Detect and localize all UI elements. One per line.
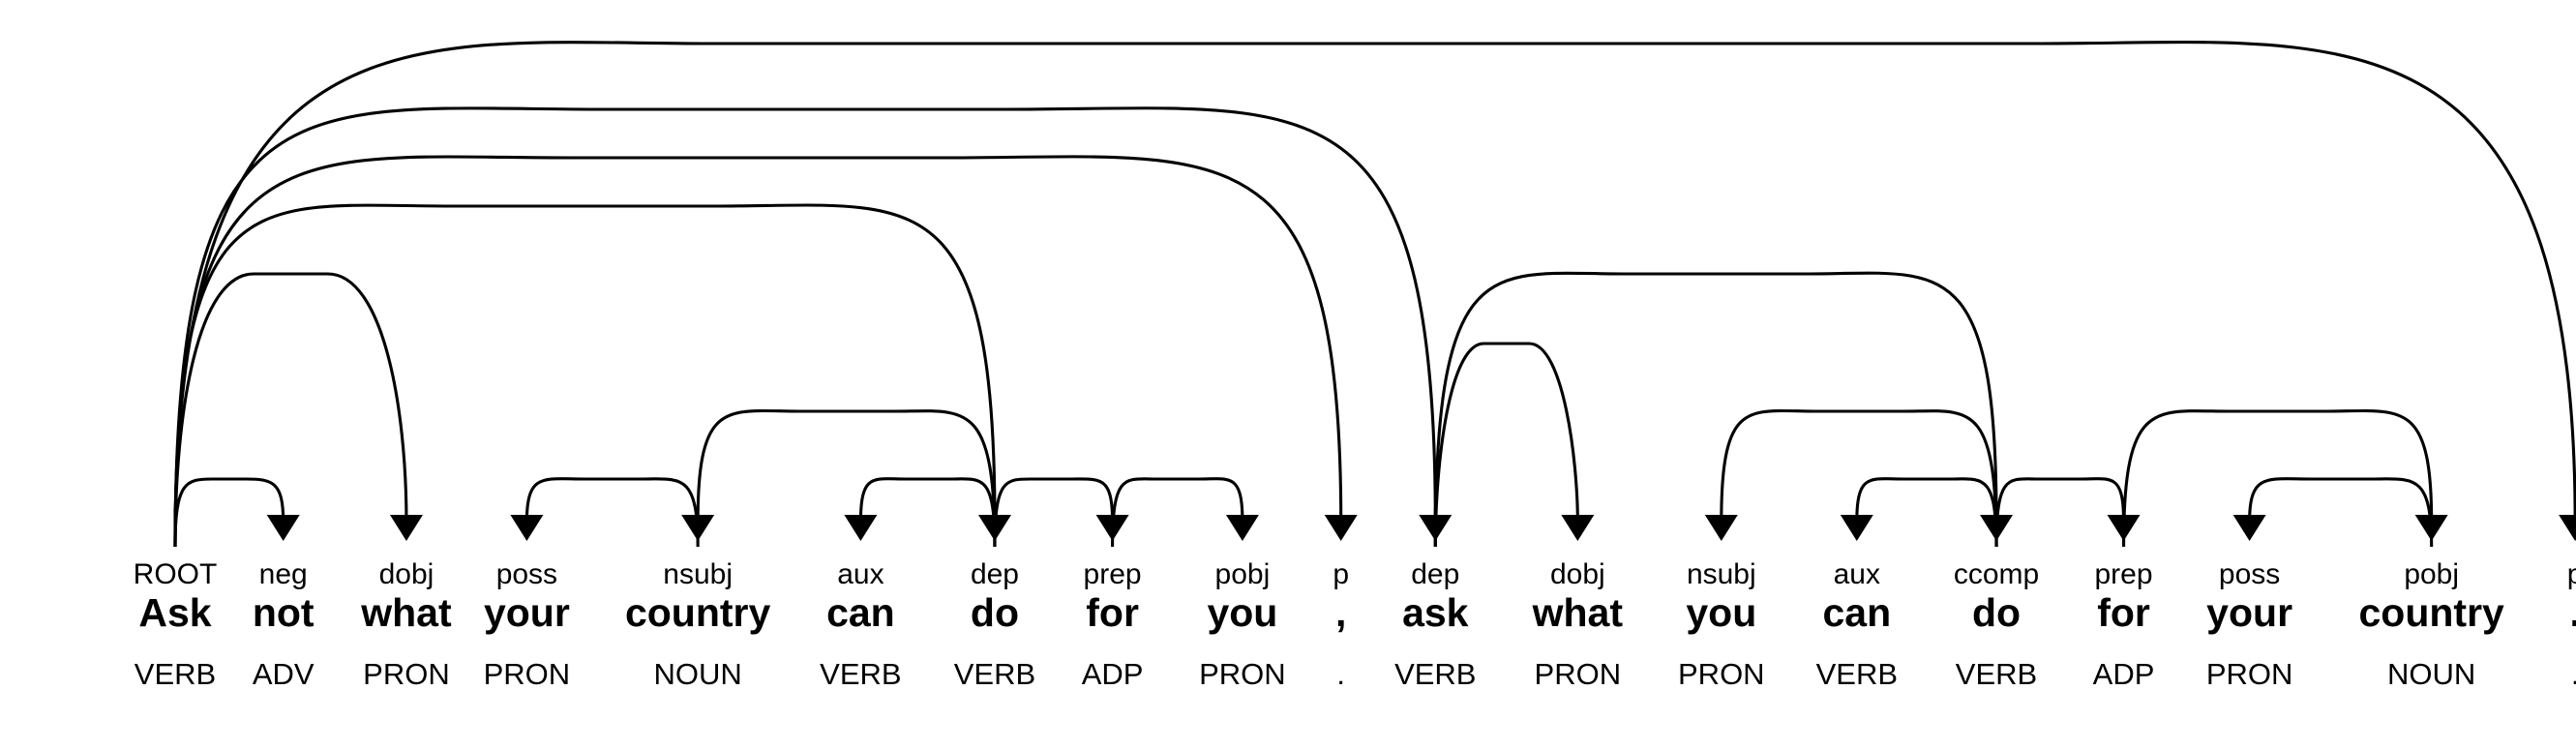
dep-arc-neg-0-1: [173, 477, 285, 548]
token-word-2[interactable]: what: [361, 590, 452, 635]
token-pos-12: PRON: [1678, 657, 1765, 691]
token-word-6[interactable]: do: [970, 590, 1020, 635]
dep-arc-pobj-7-8: [1111, 477, 1244, 548]
token-word-1[interactable]: not: [252, 590, 315, 635]
token-pos-1: ADV: [252, 657, 315, 691]
token-word-0[interactable]: Ask: [138, 590, 212, 635]
dep-label-18: p: [2566, 558, 2576, 590]
token-word-9[interactable]: ,: [1335, 590, 1347, 635]
token-word-12[interactable]: you: [1686, 590, 1757, 635]
dep-arrowhead-12: [1704, 515, 1738, 541]
dep-arc-prep-6-7: [993, 477, 1115, 548]
token-pos-2: PRON: [363, 657, 450, 691]
dep-label-9: p: [1333, 558, 1350, 590]
dep-arrowhead-2: [389, 515, 423, 541]
token-pos-18: .: [2571, 657, 2576, 692]
token-pos-8: PRON: [1199, 657, 1286, 691]
dep-arc-pobj-15-17: [2121, 408, 2434, 548]
dep-arrowhead-9: [1324, 515, 1358, 541]
token-pos-3: PRON: [483, 657, 571, 691]
token-word-15[interactable]: for: [2097, 590, 2150, 635]
token-word-17[interactable]: country: [2358, 590, 2504, 635]
token-word-13[interactable]: can: [1822, 590, 1892, 635]
token-pos-0: VERB: [134, 657, 217, 691]
token-word-11[interactable]: what: [1532, 590, 1624, 635]
dep-arrowhead-4: [681, 515, 715, 541]
token-pos-5: VERB: [820, 657, 902, 691]
dep-label-7: prep: [1083, 558, 1142, 590]
dep-arc-nsubj-14-12: [1720, 408, 1998, 548]
dep-label-4: nsubj: [663, 558, 733, 590]
dep-label-8: pobj: [1214, 558, 1271, 590]
dep-label-13: aux: [1833, 558, 1880, 590]
token-pos-17: NOUN: [2387, 657, 2476, 691]
dep-arc-prep-14-15: [1994, 477, 2126, 548]
dep-label-2: dobj: [378, 558, 434, 590]
token-pos-14: VERB: [1955, 657, 2038, 691]
dep-arc-dobj-10-11: [1433, 342, 1579, 548]
dep-arrowhead-5: [844, 515, 878, 541]
dep-arc-p-0-18: [173, 41, 2576, 548]
dep-label-10: dep: [1411, 558, 1460, 590]
token-pos-11: PRON: [1534, 657, 1622, 691]
dep-arc-nsubj-6-4: [696, 408, 997, 548]
dep-label-1: neg: [258, 558, 308, 590]
dep-arrowhead-18: [2559, 515, 2576, 541]
token-pos-16: PRON: [2205, 657, 2293, 691]
token-pos-10: VERB: [1394, 657, 1477, 691]
token-word-18[interactable]: .: [2569, 590, 2576, 636]
token-word-16[interactable]: your: [2206, 590, 2293, 635]
dep-arc-p-0-9: [173, 155, 1343, 548]
dep-label-5: aux: [837, 558, 884, 590]
dep-arrowhead-17: [2414, 515, 2448, 541]
dep-arc-poss-17-16: [2248, 477, 2434, 548]
token-word-10[interactable]: ask: [1402, 590, 1469, 635]
token-word-7[interactable]: for: [1086, 590, 1139, 635]
token-pos-9: .: [1336, 657, 1346, 691]
token-pos-4: NOUN: [653, 657, 742, 691]
dep-arc-dep-0-10: [173, 106, 1437, 548]
dep-label-15: prep: [2094, 558, 2153, 590]
dep-label-6: dep: [970, 558, 1019, 590]
dep-label-12: nsubj: [1686, 558, 1756, 590]
dep-arrowhead-13: [1840, 515, 1873, 541]
dep-arc-dep-0-6: [173, 203, 997, 548]
dep-arc-ccomp-10-14: [1433, 271, 1998, 548]
dep-arrowhead-3: [510, 515, 544, 541]
dep-arrowhead-11: [1561, 515, 1595, 541]
dep-label-3: poss: [495, 558, 558, 590]
dep-arc-dobj-0-2: [173, 272, 408, 548]
dep-label-14: ccomp: [1953, 558, 2040, 590]
dep-label-11: dobj: [1549, 558, 1605, 590]
token-pos-6: VERB: [953, 657, 1036, 691]
token-pos-13: VERB: [1815, 657, 1899, 691]
dep-arrowhead-8: [1225, 515, 1259, 541]
token-pos-7: ADP: [1081, 657, 1144, 691]
token-word-4[interactable]: country: [624, 590, 771, 635]
dep-label-16: poss: [2218, 558, 2281, 590]
token-word-3[interactable]: your: [483, 590, 570, 635]
token-word-14[interactable]: do: [1971, 590, 2022, 635]
dep-arc-poss-4-3: [524, 477, 700, 548]
dep-label-0: ROOT: [133, 558, 218, 590]
dep-arrowhead-16: [2232, 515, 2266, 541]
dep-arc-aux-14-13: [1855, 477, 1998, 548]
token-word-5[interactable]: can: [826, 590, 895, 635]
dep-label-17: pobj: [2404, 558, 2460, 590]
token-word-8[interactable]: you: [1207, 590, 1278, 635]
dep-arc-aux-6-5: [858, 477, 997, 548]
dep-arrowhead-1: [266, 515, 300, 541]
token-pos-15: ADP: [2092, 657, 2155, 691]
